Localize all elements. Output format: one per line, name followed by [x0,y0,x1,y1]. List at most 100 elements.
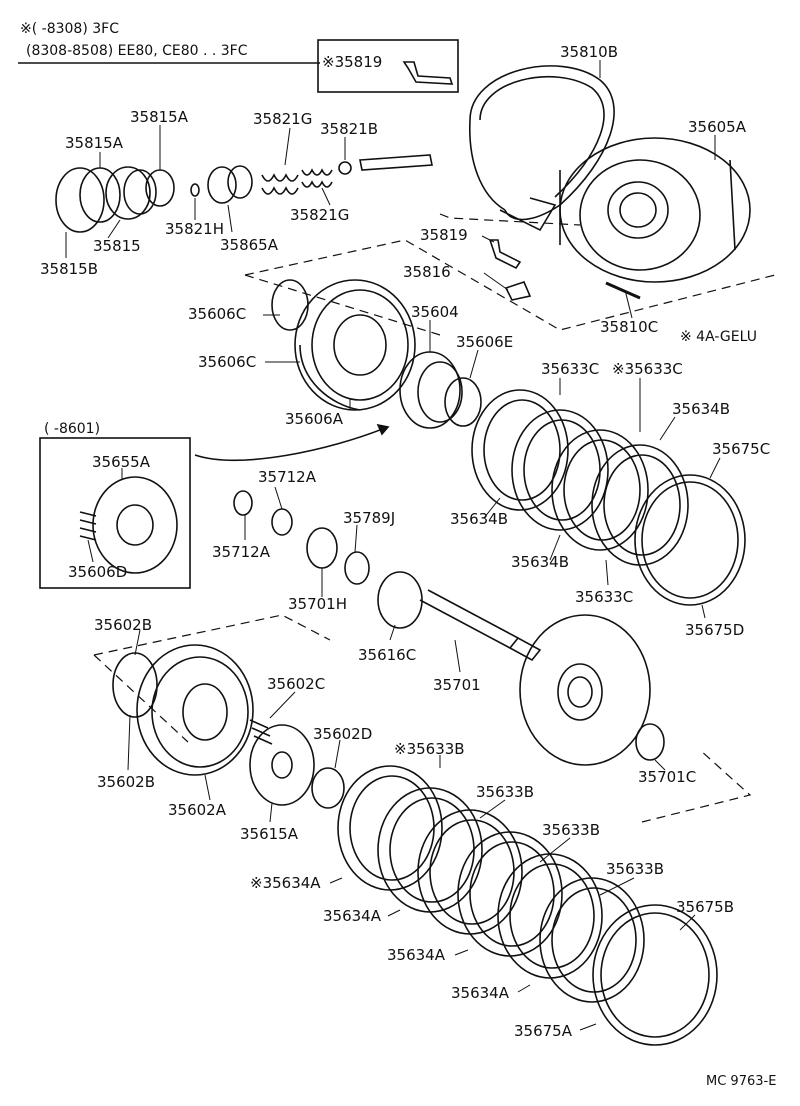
clutch-pack-b [337,765,718,1046]
plate-35615A-hole [271,751,293,779]
flange-35675B [592,904,718,1046]
header-line-1: ※( -8308) 3FC [20,21,119,37]
race-35701C [635,723,665,761]
washer-35821B [338,161,352,175]
label-35821B: 35821B [320,120,379,138]
clip-35821H [190,183,200,197]
group-outlines [93,213,776,823]
label-35602D: 35602D [313,725,373,743]
label-35604: 35604 [411,303,459,321]
bearing-35701H [306,527,338,569]
spring-35821G [301,168,333,176]
snap-ring-35602D [311,767,345,809]
label-35634A-star: ※35634A [250,874,321,892]
label-35615A: 35615A [240,825,298,843]
plate-35655A [92,476,178,574]
spring-35816 [504,281,532,301]
clutch-drum-35605A [559,137,751,283]
label-35633C-bottom: 35633C [575,588,634,606]
inset-parts [79,476,178,574]
label-35605A: 35605A [688,118,746,136]
label-35712A: 35712A [212,543,270,561]
piston-35865A [207,166,237,204]
piston-35602A [112,644,254,776]
spring-35821G-top [261,173,299,182]
label-35606C-top: 35606C [188,305,247,323]
engine-note: ※ 4A-GELU [680,329,757,345]
label-35701H: 35701H [288,595,347,613]
ring-35712A [233,490,253,516]
label-35633B-1: 35633B [476,783,535,801]
label-35810C: 35810C [600,318,659,336]
snap-ring-35606E [444,377,482,427]
inset-note: ( -8601) [44,421,101,437]
inset-box-8601 [39,437,191,589]
ring-35712A-top [271,508,293,536]
o-ring-35606C-top [271,279,309,331]
label-35815: 35815 [93,237,141,255]
label-35633B-star: ※35633B [394,740,465,758]
label-35675A: 35675A [514,1022,572,1040]
label-35819: 35819 [420,226,468,244]
springs-35602C [249,719,273,745]
clutch-pack-c [471,389,746,606]
label-35821H: 35821H [165,220,224,238]
label-35675C: 35675C [712,440,771,458]
piston-35815 [105,166,151,220]
o-ring-35602B-top [112,652,158,718]
hub-35604 [399,351,463,429]
race-35789J [344,551,370,585]
label-35789J: 35789J [343,509,396,527]
label-35816: 35816 [403,263,451,281]
arrow-head [376,423,390,436]
callout-box-35819 [317,39,459,93]
label-35633B-3: 35633B [606,860,665,878]
clip-35819-boxed [402,61,454,85]
clutch-piston-35606A [271,279,416,411]
label-35634A-1: 35634A [323,907,381,925]
header-line-2: (8308-8508) EE80, CE80 . . 3FC [26,43,248,59]
label-35602B: 35602B [97,773,156,791]
clip-35819 [488,239,522,270]
label-35675D: 35675D [685,621,745,639]
leader-lines [65,60,721,1031]
label-35815A: 35815A [65,134,123,152]
springs-35606D [79,511,97,541]
label-35634B-right: 35634B [672,400,731,418]
servo-parts [55,154,433,233]
label-35633B-2: 35633B [542,821,601,839]
label-35602C: 35602C [267,675,326,693]
label-35634A-2: 35634A [387,946,445,964]
ring-35616C [377,571,423,629]
label-35821G-top: 35821G [253,110,313,128]
label-35606E: 35606E [456,333,514,351]
label-35815A-top: 35815A [130,108,188,126]
label-35701C: 35701C [638,768,697,786]
plate-35615A [249,724,315,806]
label-35675B: 35675B [676,898,735,916]
label-35606D: 35606D [68,563,128,581]
label-35616C: 35616C [358,646,417,664]
input-shaft-35701 [419,589,651,766]
label-35634B-mid: 35634B [511,553,570,571]
flange-35675C [634,474,746,606]
figure-code: MC 9763-E [706,1074,777,1089]
callout-label-35819: ※35819 [322,53,383,71]
label-35634B-left: 35634B [450,510,509,528]
snap-ring-35815B [55,167,105,233]
label-35821G: 35821G [290,206,350,224]
label-35655A: 35655A [92,453,150,471]
label-35701: 35701 [433,676,481,694]
label-35633C: 35633C [541,360,600,378]
label-35633C-star: ※35633C [612,360,683,378]
brake-band-35810B [469,65,615,232]
pin-35810C [605,281,641,300]
label-35634A-3: 35634A [451,984,509,1002]
label-35712A-top: 35712A [258,468,316,486]
label-35606A: 35606A [285,410,343,428]
label-35815B: 35815B [40,260,99,278]
label-35810B: 35810B [560,43,619,61]
label-35602A: 35602A [168,801,226,819]
inset-pointer-arrow [194,427,386,461]
